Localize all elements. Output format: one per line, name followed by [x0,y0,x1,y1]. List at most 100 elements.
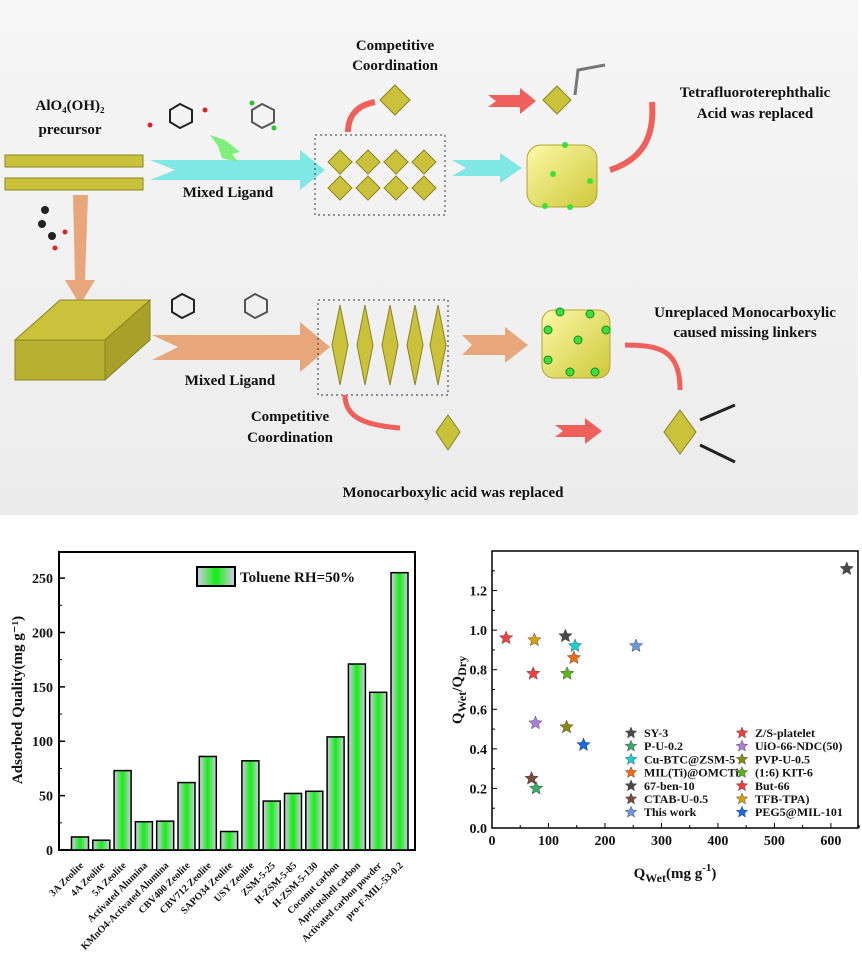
bar-legend-swatch [196,566,236,587]
scatter-point-star [524,770,539,785]
schematic-background [0,0,858,515]
bar-y-tick-label: 50 [39,790,53,805]
legend-star-icon [735,792,749,805]
scatter-y-tick-label: 0.6 [470,703,488,718]
scatter-point-star [566,650,582,664]
bar [262,800,281,851]
legend-label: SY-3 [644,726,668,740]
scatter-x-tick-label: 300 [651,834,672,849]
ligand-molecules-bottom [171,292,268,320]
legend-star-icon [735,766,749,778]
bar [134,820,154,851]
bar-y-tick-label: 250 [32,572,53,587]
bar-y-tick-label: 100 [32,735,53,750]
legend-star-icon [624,779,638,792]
scatter-point-star [567,638,583,653]
green-curved-arrow-icon [210,135,240,162]
scatter-y-tick-label: 1.0 [470,624,488,639]
red-arrow [488,88,536,114]
legend-label: Z/S-platelet [755,726,815,740]
scatter-y-tick-label: 0.0 [470,822,488,837]
bar [368,691,388,851]
missing-linker-dots [543,307,611,377]
octahedron-icon [542,85,572,115]
precursor-formula: AlO₄(OH)₂ [36,98,105,114]
legend-label: Cu-BTC@ZSM-5 [644,752,735,766]
top-competitive-label-1: Competitive [356,38,435,54]
legend-star-icon [735,779,749,792]
bottom-mixed-ligand-label: Mixed Ligand [185,373,276,389]
mof-framework-bottom [317,299,449,396]
red-curved-arrow [345,99,376,133]
legend-star-icon [624,805,638,818]
bar [326,736,345,851]
bars [70,571,409,851]
legend-label: PVP-U-0.5 [755,752,810,766]
unreplaced-label-1: Unreplaced Monocarboxylic [654,305,836,321]
scatter-point-star [628,638,644,653]
bar [219,830,239,851]
bar [390,571,409,851]
scatter-point-star [559,719,574,734]
bottom-competitive-label-1: Competitive [251,409,330,425]
bar [305,790,324,851]
unreplaced-label-2: caused missing linkers [673,325,817,341]
precursor-layer [4,154,144,168]
scatter-point-star [839,561,854,575]
bar [347,663,367,851]
scatter-points [499,561,854,795]
legend-label: TFB-TPA) [755,792,809,806]
bar-legend-label: Toluene RH=50% [240,570,355,586]
bar [113,769,132,851]
legend-star-icon [735,752,749,765]
red-curved-arrow [342,394,401,431]
legend-label: 67-ben-10 [644,779,695,793]
legend-label: CTAB-U-0.5 [644,792,708,806]
monocarboxylic-molecule [38,206,68,251]
legend-label: MIL(Ti)@OMCTi [644,766,739,780]
cyan-arrow-mixed-ligand [150,150,325,190]
scatter-point-star [526,666,541,680]
tan-arrow-to-cube [462,327,528,363]
scatter-point-star [560,666,575,680]
bar [198,755,218,851]
precursor-layers [4,154,144,191]
legend-star-icon [624,766,638,778]
octahedron-icon [663,409,697,455]
bar [241,760,260,851]
synthesis-schematic: AlO₄(OH)₂ precursor Mixed Ligand Compet [0,0,858,515]
scatter-x-tick-label: 400 [707,834,728,849]
gray-arrow [573,63,606,96]
scatter-x-tick-label: 200 [594,834,615,849]
bar [92,839,111,851]
legend-label: But-66 [755,779,790,793]
legend-label: This work [644,805,697,819]
tan-arrow-down [65,195,95,305]
bar [177,781,196,851]
tfa-replaced-label-2: Acid was replaced [697,106,814,122]
octahedron-icon [379,84,411,116]
legend-label: P-U-0.2 [644,739,683,753]
legend-label: PEG5@MIL-101 [755,805,843,819]
precursor-layer [4,177,144,191]
ligand-molecules-top [147,100,277,131]
scatter-x-tick-label: 0 [489,834,496,849]
legend-label: UiO-66-NDC(50) [755,739,842,753]
legend-star-icon [735,739,749,752]
scatter-y-tick-label: 0.4 [470,743,488,758]
bar-y-tick-label: 200 [32,626,53,641]
octahedron-icon [435,414,461,451]
mof-crystal-cube [526,144,598,208]
scatter-y-axis-title: QWet/QDry [450,656,469,724]
precursor-crystal-bottom [13,298,152,382]
legend-star-icon [735,805,749,818]
red-curved-arrow [609,101,656,173]
tfa-replaced-label-1: Tetrafluoroterephthalic [680,85,831,101]
scatter-y-tick-label: 1.2 [470,585,488,600]
scatter-point-star [528,715,543,730]
bar [70,836,90,851]
red-curved-arrow [624,342,683,391]
